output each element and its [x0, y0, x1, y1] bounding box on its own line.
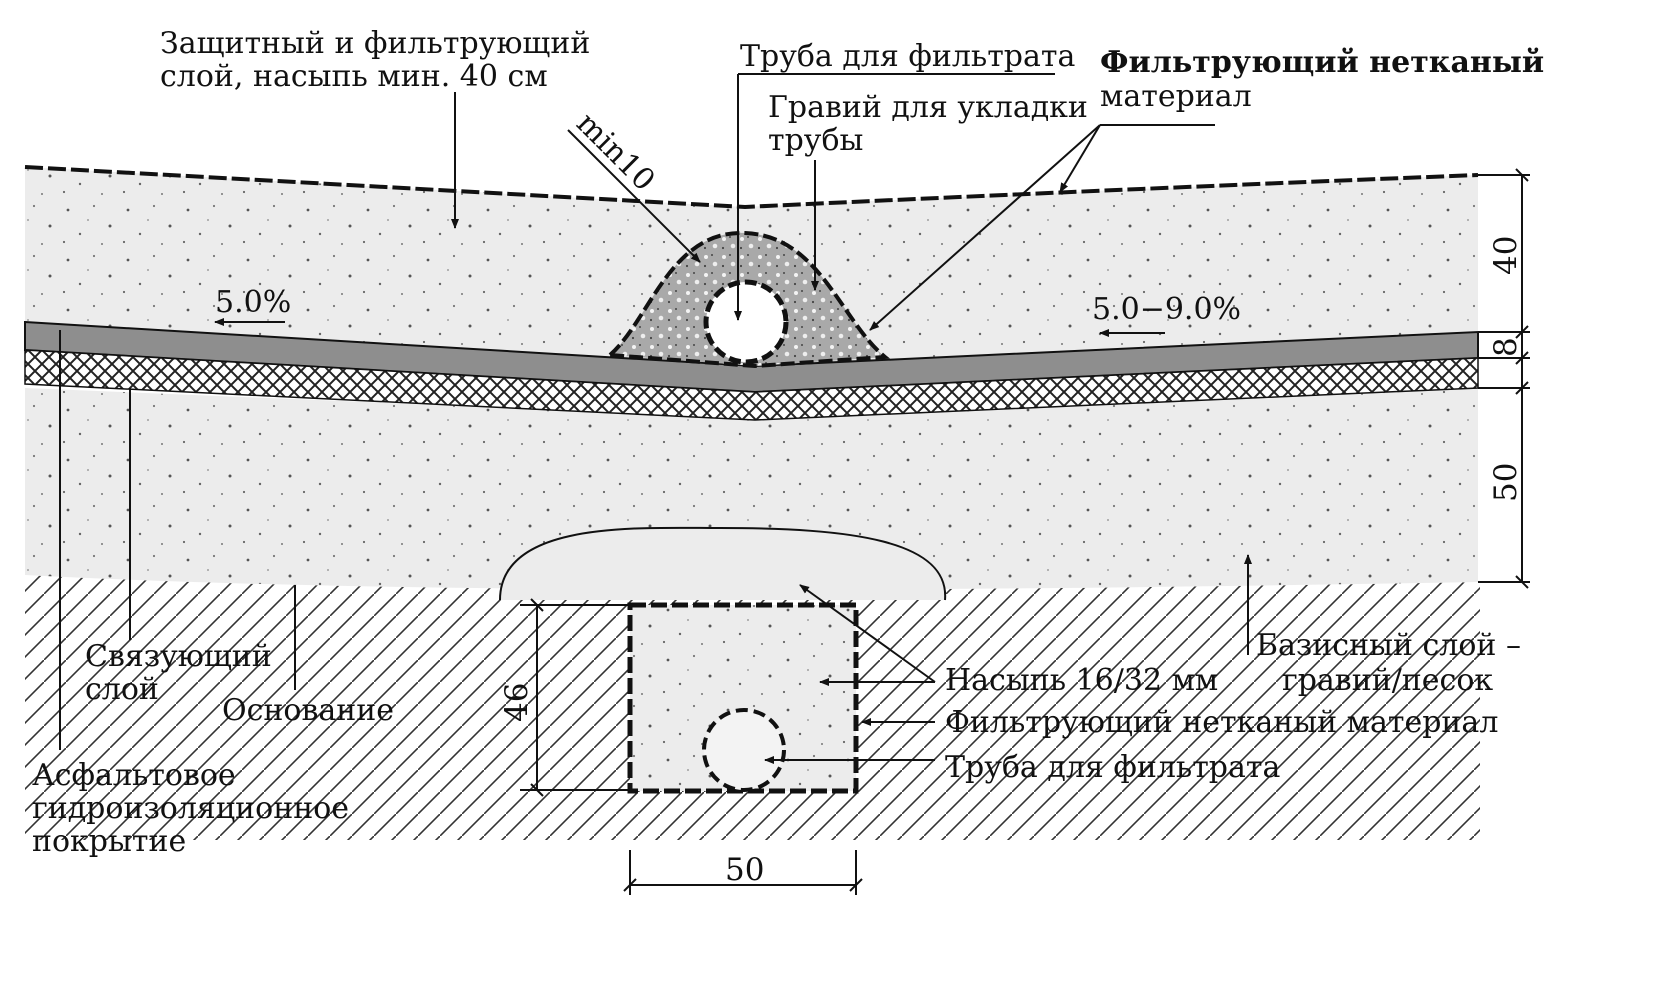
base-layer-label-1: Базисный слой – — [1256, 628, 1521, 663]
geotextile-top-label-2: материал — [1100, 79, 1252, 114]
filtrate-pipe-top-label: Труба для фильтрата — [740, 39, 1075, 74]
dim-50-horizontal: 50 — [725, 852, 764, 888]
base-gravel-layer — [25, 388, 1478, 590]
protective-layer-label-1: Защитный и фильтрующий — [160, 26, 590, 61]
min10-label: min10 — [569, 106, 661, 198]
asphalt-label-2: гидроизоляционное — [32, 791, 349, 826]
base-label: Основание — [222, 693, 394, 728]
lower-filtrate-pipe — [702, 708, 786, 792]
gravel-bedding-label-2: трубы — [768, 123, 863, 158]
fill-16-32-label: Насыпь 16/32 мм — [945, 663, 1218, 698]
slope-left-label: 5.0% — [215, 285, 291, 320]
binder-layer-label-2: слой — [85, 672, 159, 707]
geotextile-trench-label: Фильтрующий нетканый материал — [945, 705, 1498, 740]
upper-filtrate-pipe — [703, 279, 789, 365]
dim-46: 46 — [499, 683, 535, 722]
asphalt-label-3: покрытие — [32, 824, 186, 859]
binder-layer-label-1: Связующий — [85, 639, 272, 674]
top-geotextile-line — [24, 165, 1479, 210]
dim-40: 40 — [1488, 236, 1524, 275]
dim-8: 8 — [1488, 337, 1524, 357]
lower-mound — [499, 526, 947, 601]
dimension-lines — [520, 168, 1530, 895]
leader-lines — [59, 73, 1252, 764]
asphalt-label-1: Асфальтовое — [32, 758, 236, 793]
geotextile-top-label-1: Фильтрующий нетканый — [1100, 45, 1544, 80]
protective-layer-label-2: слой, насыпь мин. 40 см — [160, 59, 548, 94]
dim-50-vertical: 50 — [1488, 463, 1524, 502]
gravel-bedding-label-1: Гравий для укладки — [768, 90, 1088, 125]
base-layer-label-2: гравий/песок — [1282, 663, 1493, 698]
filtrate-pipe-trench-label: Труба для фильтрата — [945, 750, 1280, 785]
slope-right-label: 5.0−9.0% — [1092, 292, 1241, 327]
